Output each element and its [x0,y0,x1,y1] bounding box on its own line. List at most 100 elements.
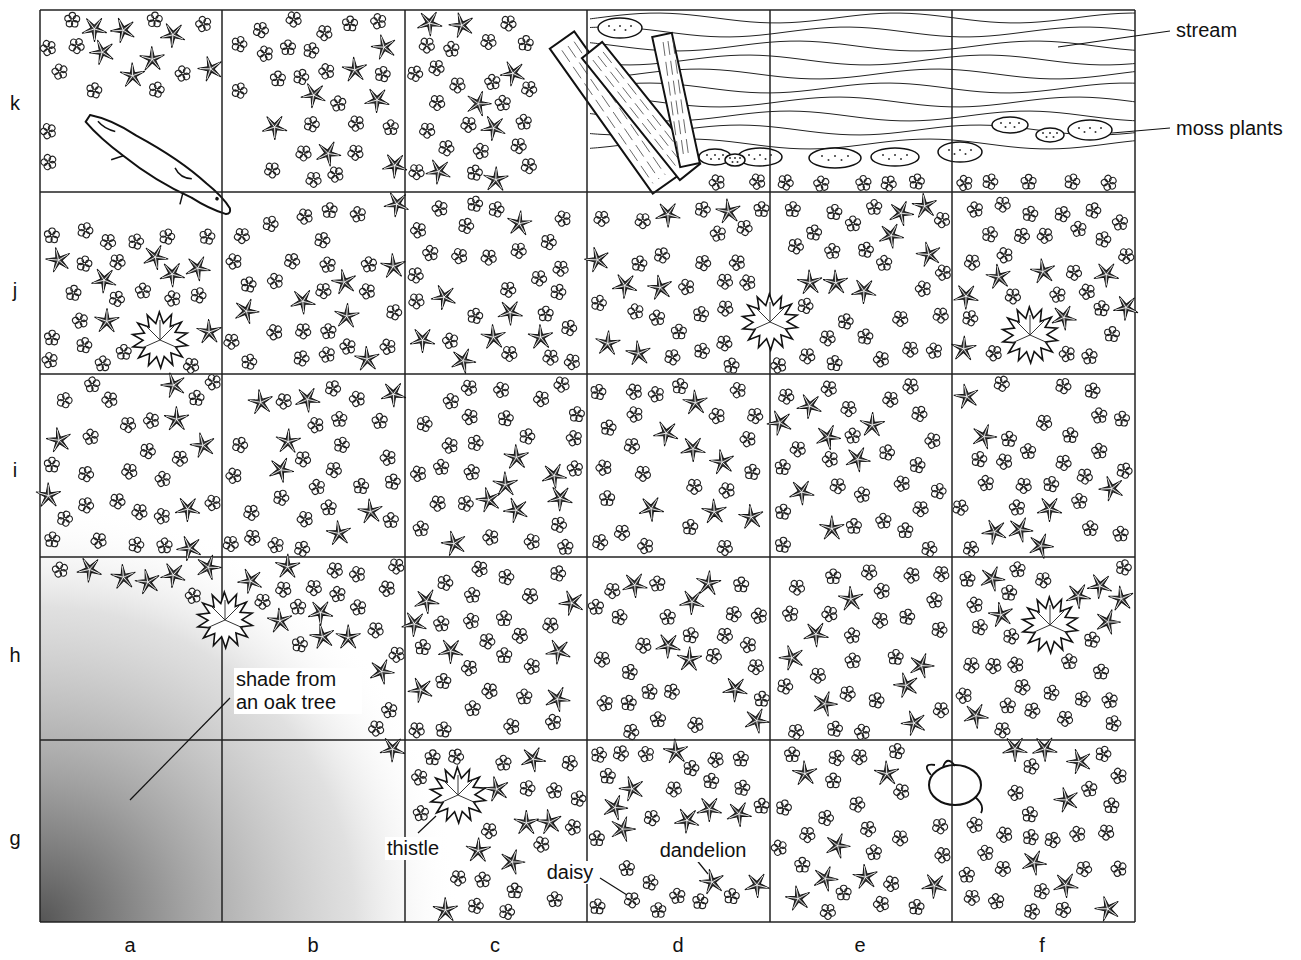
daisy [775,798,793,816]
daisy [497,611,512,626]
callout-label: stream [1174,19,1239,42]
moss-dot [948,149,950,151]
grid-line [40,739,1135,741]
dandelion [414,587,442,616]
dandelion-leaves [235,565,268,598]
dandelion-leaves [451,347,477,374]
daisy [818,901,839,921]
dandelion [497,298,526,328]
dandelion-vein [901,709,929,738]
dandelion-leaves [726,800,754,829]
daisy [651,903,666,918]
dandelion-leaves [159,559,191,591]
daisy [1057,343,1078,364]
daisy [556,538,575,557]
dandelion [332,622,366,656]
daisy [1103,798,1119,813]
daisy [1003,286,1024,306]
dandelion [264,605,298,639]
daisy [826,204,843,220]
dandelion-leaves [581,244,615,278]
daisy [317,344,337,364]
dandelion-vein [384,191,411,218]
dandelion [835,583,869,617]
dandelion [654,199,684,230]
dandelion [660,736,694,770]
daisy [510,625,531,646]
grid-line [40,921,1135,923]
daisy [999,696,1018,715]
dandelion [438,527,472,561]
daisy [594,457,615,478]
daisy [592,208,613,228]
daisy [707,172,728,193]
moss-dot [894,154,896,156]
dandelion [908,190,942,224]
daisy [1022,828,1040,846]
daisy [498,279,518,299]
dandelion-leaves [332,622,366,656]
dandelion-leaves [235,298,260,324]
daisy [464,699,483,718]
dandelion-leaves [898,707,931,741]
daisy [1070,491,1089,510]
dandelion-vein [411,327,436,353]
daisy [744,463,761,480]
dandelion-leaves [735,501,769,535]
dandelion [368,31,402,65]
daisy [181,355,202,376]
daisy [775,503,792,519]
dandelion-leaves [479,112,511,145]
dandelion [1085,570,1117,602]
dandelion-leaves [1027,255,1061,289]
dandelion-vein [93,308,122,336]
dandelion-vein [985,263,1014,292]
dandelion-leaves [501,849,525,874]
daisy [1116,245,1137,266]
dandelion [982,261,1016,295]
daisy [518,427,537,445]
dandelion [42,244,76,278]
dandelion-vein [818,425,840,448]
dandelion-vein [416,589,440,614]
dandelion [429,894,463,928]
daisy [805,224,822,241]
dandelion-leaves [1031,734,1060,764]
daisy [589,831,604,846]
dandelion-vein [767,409,795,437]
dandelion-leaves [316,140,343,168]
daisy [590,745,608,763]
daisy [995,245,1016,266]
daisy [880,389,901,410]
moss-dot [706,154,708,156]
dandelion-vein [695,570,723,598]
dandelion-vein [728,802,752,827]
daisy [40,350,60,370]
dandelion-vein [1114,294,1141,321]
dandelion [510,807,544,841]
daisy [458,114,479,135]
dandelion [446,9,480,43]
daisy [746,656,767,676]
thistle-leaves [1003,307,1058,363]
daisy [723,888,740,905]
dandelion-vein [654,420,681,447]
daisy [459,657,480,678]
daisy [270,71,285,86]
daisy [322,202,338,217]
dandelion-leaves [654,630,685,661]
thistle-vein [1032,605,1068,633]
daisy [664,778,685,799]
moss-dot [1056,132,1058,134]
dandelion-vein [796,269,825,298]
dandelion-vein [161,22,188,49]
daisy [1043,830,1062,849]
daisy [1084,201,1103,220]
dandelion-vein [341,56,370,85]
daisy [507,883,522,898]
moss-dot [748,154,750,156]
dandelion [116,60,150,94]
daisy [715,625,736,645]
dandelion [952,281,982,312]
daisy [406,265,426,285]
